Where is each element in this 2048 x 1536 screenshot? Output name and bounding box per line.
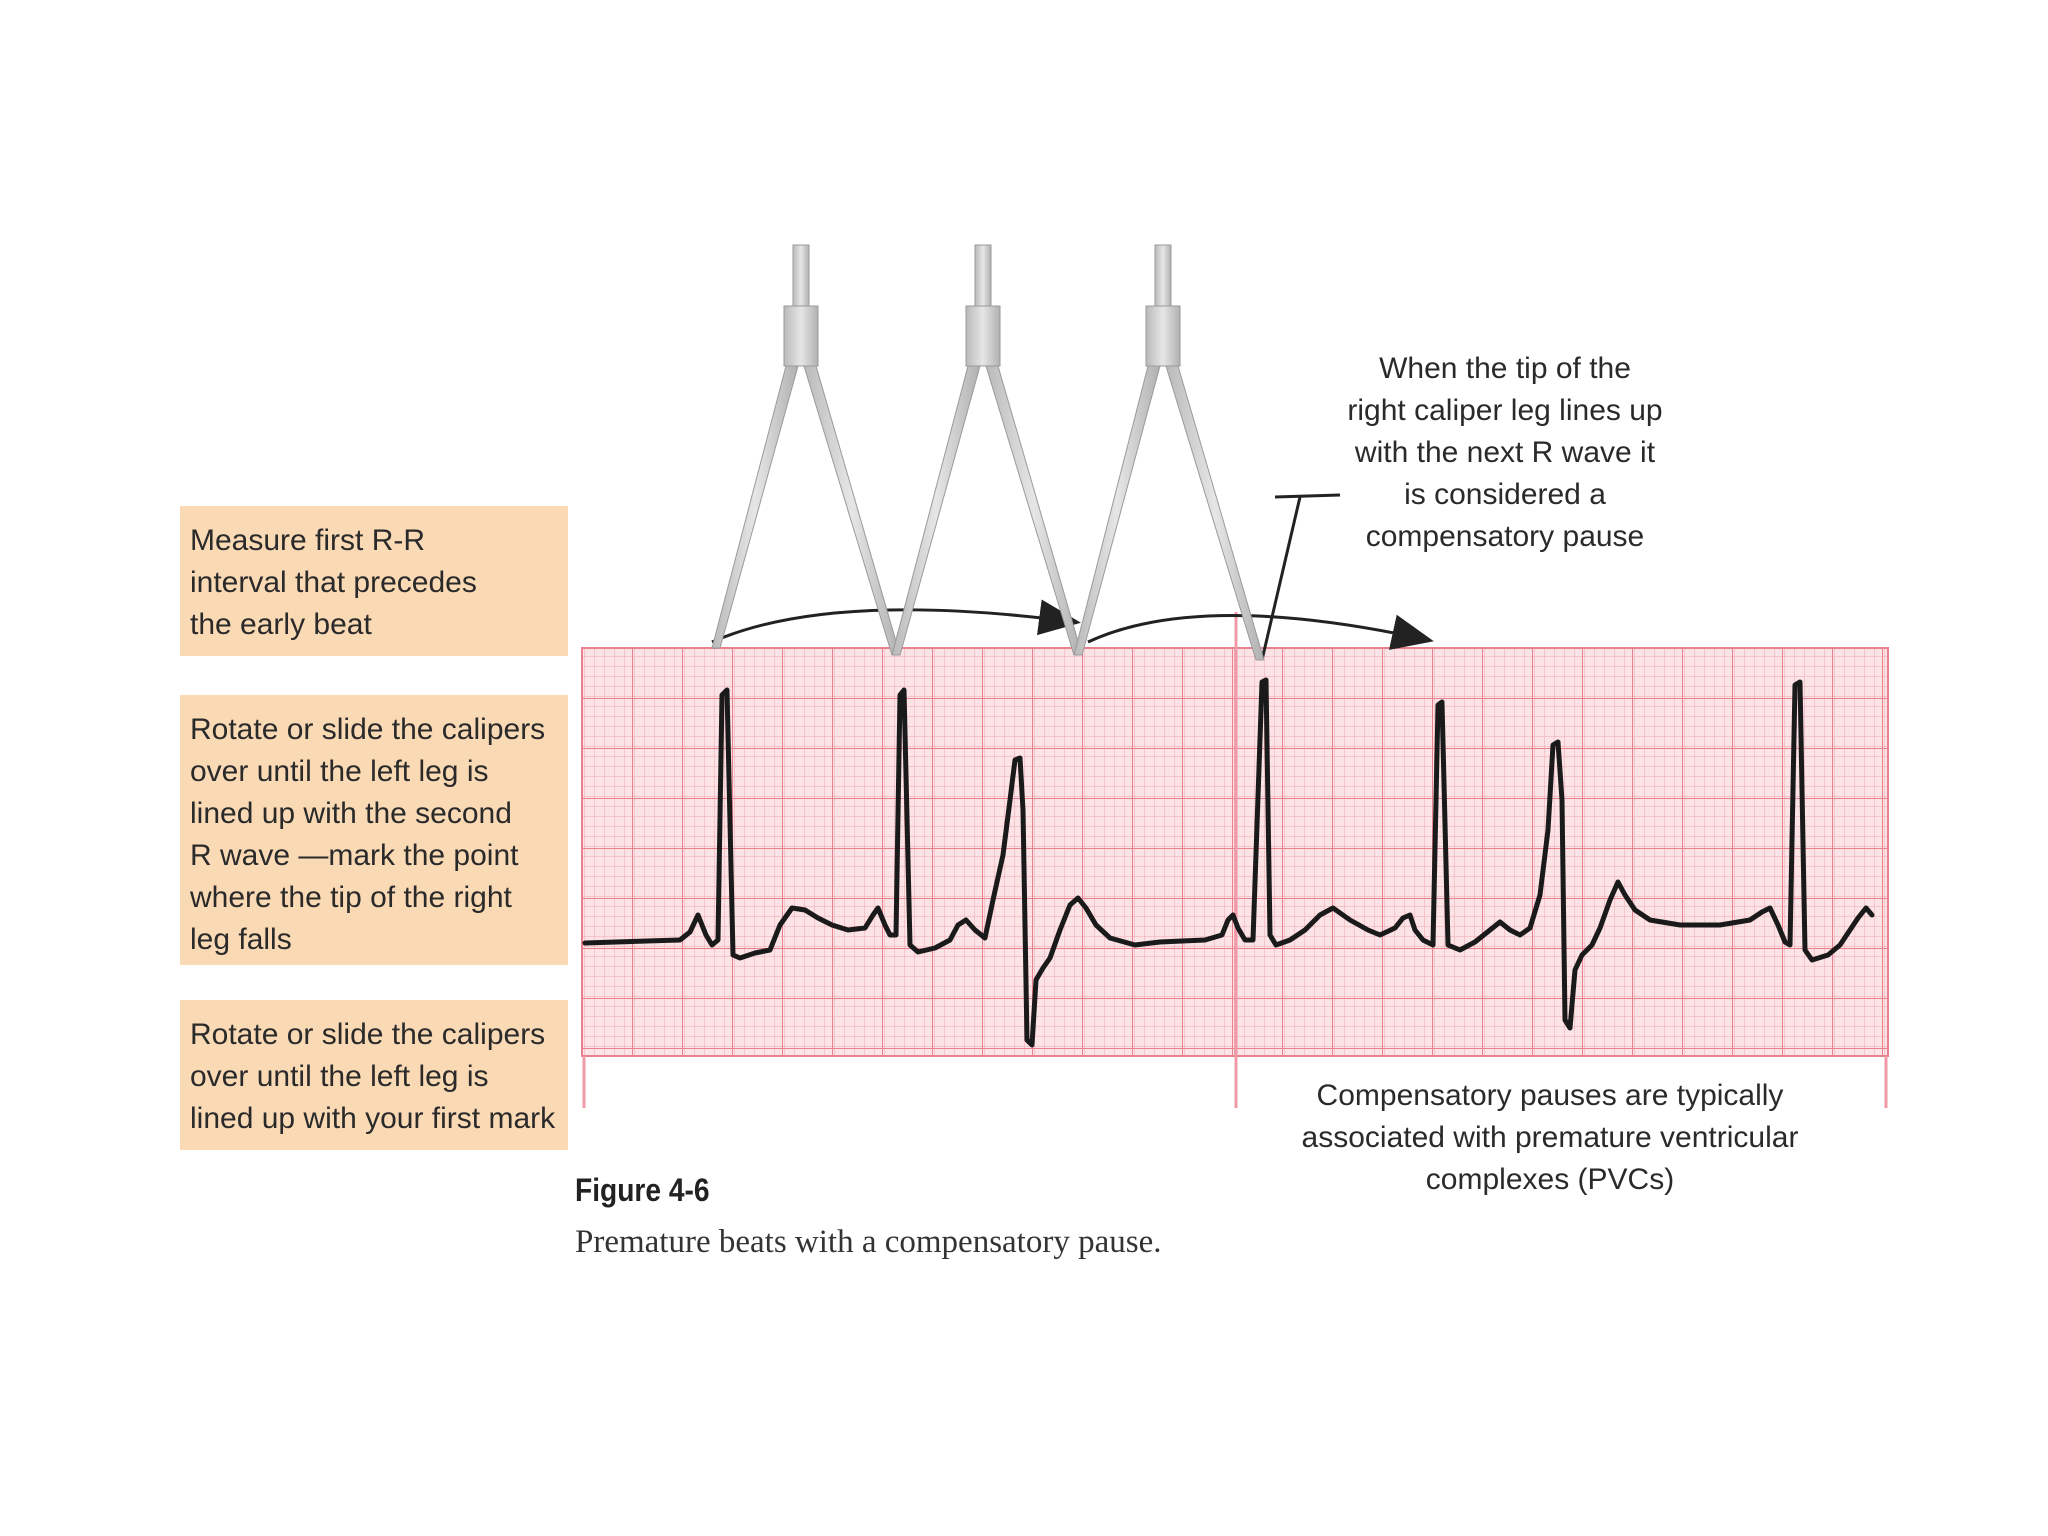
- caliper-1: [711, 244, 901, 656]
- step-1-note: Measure first R-R interval that precedes…: [180, 506, 568, 656]
- compensatory-pause-callout: When the tip of the right caliper leg li…: [1347, 352, 1663, 553]
- step-3-note: Rotate or slide the calipers over until …: [180, 1000, 568, 1150]
- caliper-2: [891, 244, 1083, 656]
- pvc-association-callout: Compensatory pauses are typically associ…: [1301, 1079, 1799, 1196]
- figure-caption: Premature beats with a compensatory paus…: [575, 1224, 1162, 1260]
- reference-lines: [582, 612, 1888, 1108]
- callout-pointer: [1260, 493, 1341, 661]
- step-2-note: Rotate or slide the calipers over until …: [180, 695, 568, 965]
- interval-arrows: [711, 599, 1434, 650]
- caliper-3: [1073, 244, 1265, 661]
- figure-number: Figure 4-6: [575, 1172, 710, 1208]
- ecg-trace: [582, 677, 1875, 1048]
